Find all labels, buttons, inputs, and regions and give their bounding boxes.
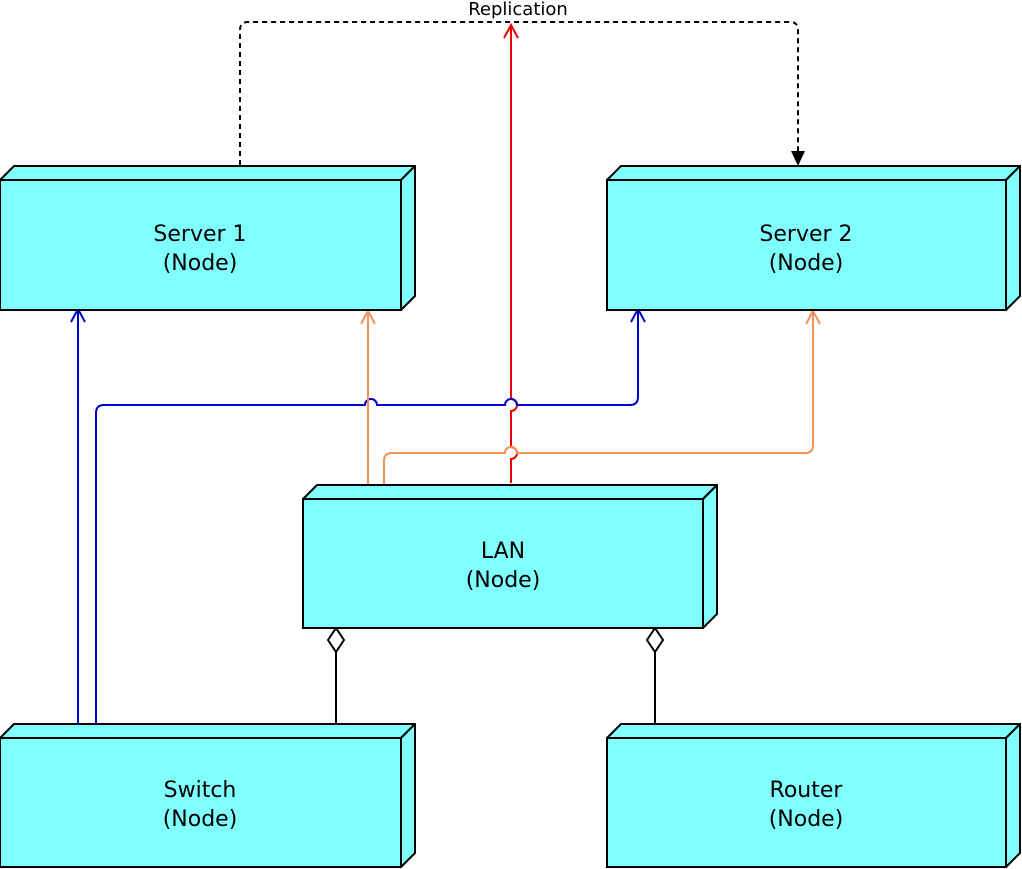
blue-connector-switch-server2[interactable] <box>95 310 639 724</box>
replication-label: Replication <box>468 0 568 20</box>
lan-type: (Node) <box>466 568 541 593</box>
server1-type: (Node) <box>163 251 238 276</box>
aggregation-diamond-left-icon <box>326 626 346 654</box>
router-type: (Node) <box>769 807 844 832</box>
red-connector[interactable] <box>510 26 518 483</box>
server2-name: Server 2 <box>759 222 852 247</box>
server1-name: Server 1 <box>153 222 246 247</box>
aggregation-diamond-right-icon <box>645 626 665 654</box>
red-arrowhead-icon <box>503 22 519 39</box>
replication-label-bg <box>456 0 578 19</box>
lan-name: LAN <box>481 539 525 564</box>
orange-connector-lan-server2[interactable] <box>383 311 814 486</box>
server1-node[interactable]: Server 1 (Node) <box>0 165 416 311</box>
server2-type: (Node) <box>769 251 844 276</box>
router-name: Router <box>770 778 844 803</box>
switch-name: Switch <box>164 778 237 803</box>
switch-type: (Node) <box>163 807 238 832</box>
lan-node[interactable]: LAN (Node) <box>302 484 718 629</box>
router-node[interactable]: Router (Node) <box>606 723 1021 868</box>
replication-arrowhead-icon <box>791 151 805 166</box>
replication-connector[interactable] <box>239 21 799 165</box>
server2-node[interactable]: Server 2 (Node) <box>606 165 1021 311</box>
switch-node[interactable]: Switch (Node) <box>0 723 416 868</box>
